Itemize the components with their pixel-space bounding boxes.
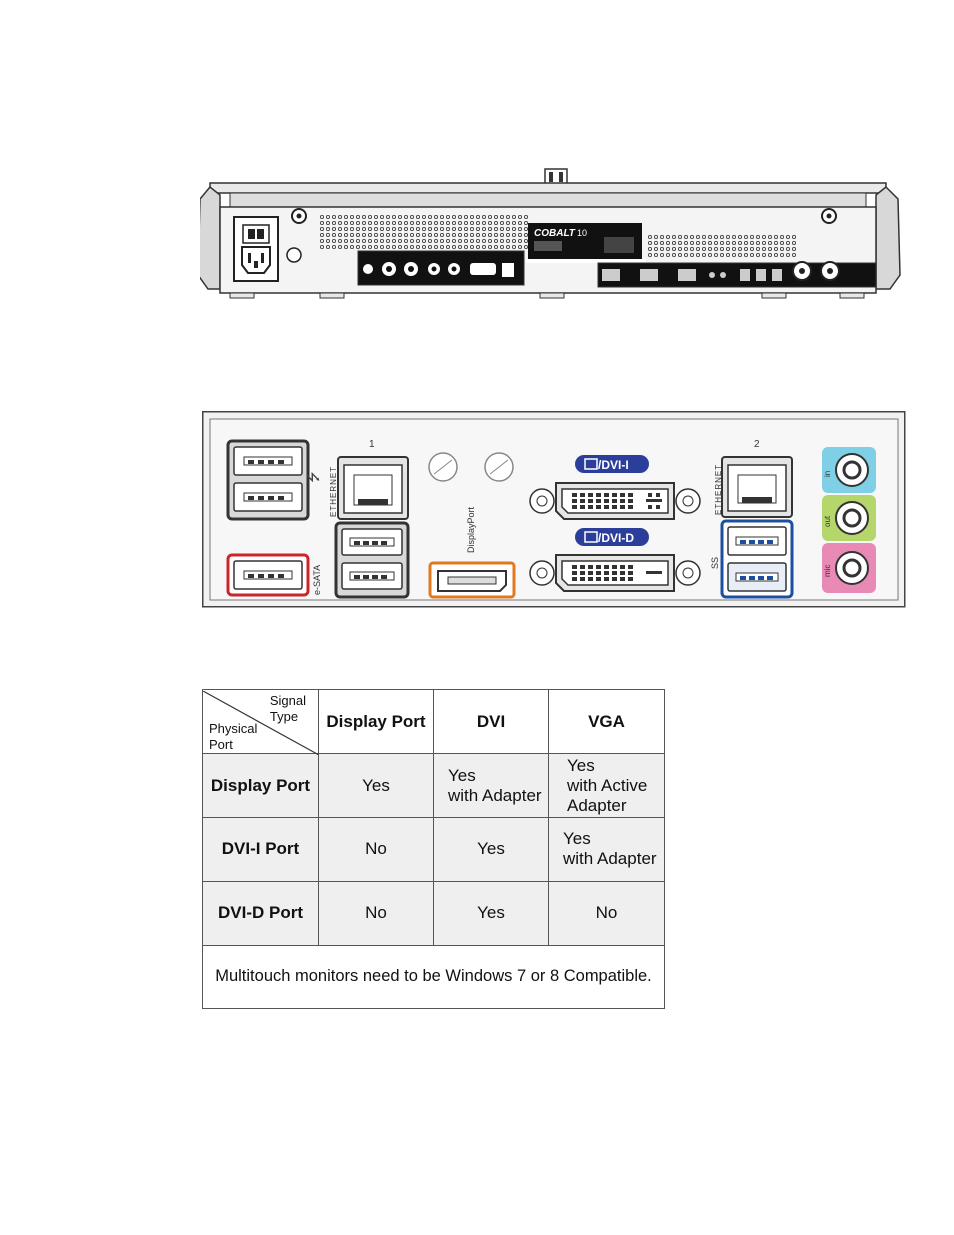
corner-signal-type-label: Signal Type <box>269 692 306 724</box>
audio-jack-mic: mic <box>822 543 876 593</box>
cell-dp-to-dvi: Yes with Adapter <box>433 753 549 819</box>
esata-label: e-SATA <box>312 565 322 595</box>
audio-in-label: in <box>823 471 832 477</box>
table-footnote: Multitouch monitors need to be Windows 7… <box>202 944 665 1010</box>
table-header-row: Signal Type Physical Port Display Port D… <box>202 688 665 755</box>
console-rear-illustration: COBALT 10 <box>200 168 901 299</box>
column-header-vga: VGA <box>548 688 665 755</box>
corner-diagonal-line <box>203 690 319 755</box>
displayport-port <box>428 561 516 599</box>
cell-dvi-d-to-vga: No <box>548 880 665 946</box>
usb3-label: SS <box>710 557 720 569</box>
table-row: DVI-I Port No Yes Yes with Adapter <box>202 817 665 882</box>
usb-port-stack-middle <box>334 521 410 599</box>
table-row: DVI-D Port No Yes No <box>202 880 665 946</box>
dvi-d-port <box>529 554 701 592</box>
row-header-dvi-d-port: DVI-D Port <box>202 880 319 946</box>
usb-symbol-icon: ⭍ <box>305 471 321 483</box>
ethernet-port-2 <box>721 456 793 518</box>
cell-dp-to-dp: Yes <box>318 753 434 819</box>
dvi-i-badge: /DVI-I <box>575 455 649 473</box>
displayport-label: DisplayPort <box>466 506 476 553</box>
audio-mic-label: mic <box>823 565 832 577</box>
ethernet-port-1 <box>337 456 409 520</box>
port-compatibility-table: Signal Type Physical Port Display Port D… <box>202 688 665 1010</box>
row-header-dvi-i-port: DVI-I Port <box>202 817 319 882</box>
audio-jack-out: out <box>822 495 876 541</box>
table-corner-cell: Signal Type Physical Port <box>202 688 319 755</box>
ethernet-2-number: 2 <box>754 439 760 450</box>
table-footnote-row: Multitouch monitors need to be Windows 7… <box>202 944 665 1010</box>
dvi-i-label: /DVI-I <box>598 458 629 472</box>
brand-label: COBALT <box>534 228 576 239</box>
dvi-d-label: /DVI-D <box>598 531 634 545</box>
model-number: 10 <box>577 228 587 238</box>
table-row: Display Port Yes Yes with Adapter Yes wi… <box>202 753 665 819</box>
ethernet-2-label: ETHERNET <box>714 464 723 515</box>
audio-out-label: out <box>823 515 832 527</box>
corner-physical-port-label: Physical Port <box>209 720 258 752</box>
column-header-dvi: DVI <box>433 688 549 755</box>
usb-port-stack-left <box>226 439 310 521</box>
esata-port <box>226 553 310 597</box>
cell-dvi-i-to-dp: No <box>318 817 434 882</box>
dvi-d-badge: /DVI-D <box>575 528 649 546</box>
ethernet-1-number: 1 <box>369 439 375 450</box>
ethernet-1-label: ETHERNET <box>329 466 338 517</box>
usb3-port-stack <box>720 519 794 599</box>
dvi-i-port <box>529 482 701 520</box>
cell-dvi-d-to-dvi: Yes <box>433 880 549 946</box>
column-header-display-port: Display Port <box>318 688 434 755</box>
rear-io-panel: ⭍ e-SATA 1 ETHERNET DisplayPort <box>202 411 906 608</box>
cell-dvi-i-to-dvi: Yes <box>433 817 549 882</box>
cell-dp-to-vga: Yes with Active Adapter <box>548 753 665 819</box>
row-header-display-port: Display Port <box>202 753 319 819</box>
audio-jack-in: in <box>822 447 876 493</box>
cell-dvi-d-to-dp: No <box>318 880 434 946</box>
cell-dvi-i-to-vga: Yes with Adapter <box>548 817 665 882</box>
